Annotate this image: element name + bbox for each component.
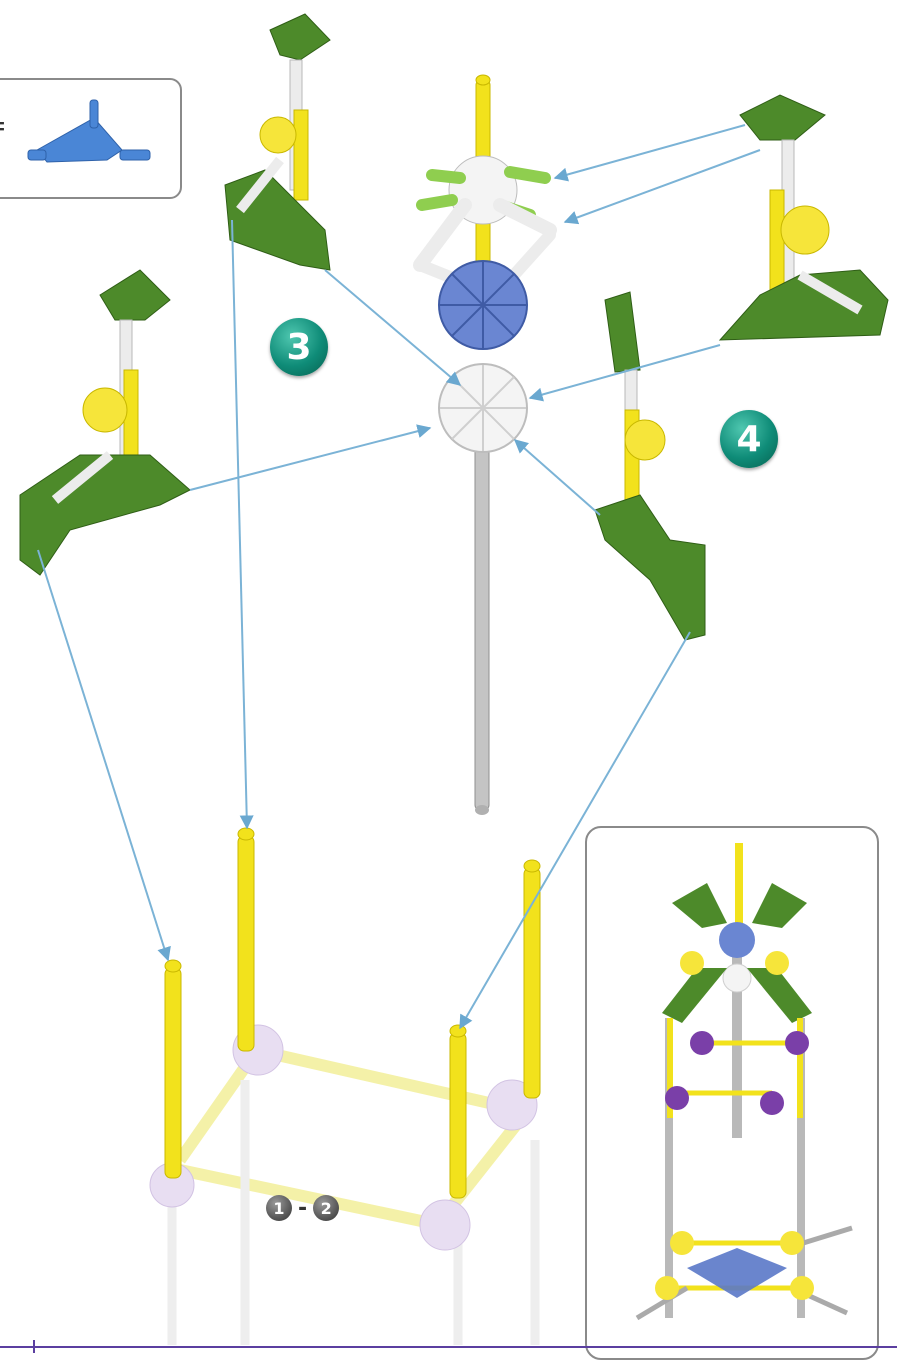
base-yellow-rods [165, 828, 540, 1198]
step-1-badge: 1 [266, 1195, 292, 1221]
center-column [420, 75, 550, 815]
equals-sign: = [0, 114, 5, 140]
legend-parts-illustration [0, 80, 180, 197]
step-3-badge: 3 [270, 318, 328, 376]
step-4-badge: 4 [720, 410, 778, 468]
footer-rule [0, 1346, 897, 1348]
base-frame [150, 1025, 537, 1345]
assembly-right-top [720, 95, 888, 340]
blue-connector-part [37, 118, 122, 162]
assembly-left [20, 270, 190, 575]
assembly-right-lower [595, 292, 705, 640]
step-2-badge: 2 [313, 1195, 339, 1221]
assembly-top-left [225, 14, 330, 270]
finished-model-illustration [587, 828, 877, 1358]
blue-hub [439, 261, 527, 349]
step-range-label: 1 - 2 [266, 1195, 339, 1221]
part-legend: = [0, 78, 182, 199]
range-separator: - [298, 1196, 307, 1221]
finished-model-inset [585, 826, 879, 1360]
footer-tick [33, 1340, 35, 1353]
